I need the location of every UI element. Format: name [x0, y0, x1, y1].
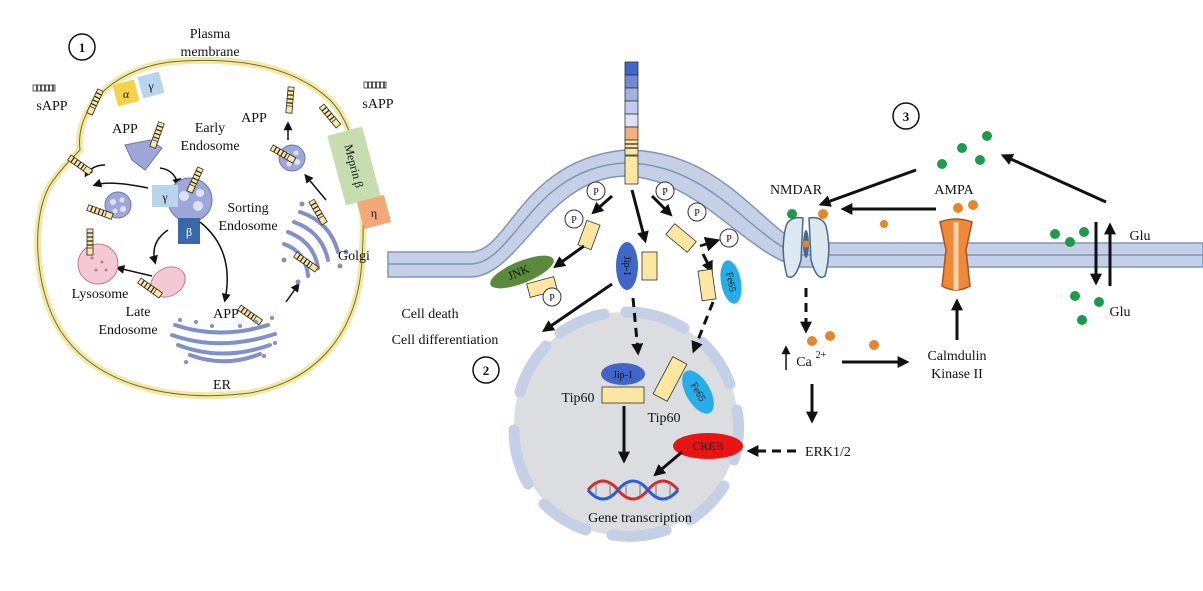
app-transmembrane — [624, 61, 639, 185]
plasma-membrane-label-2: membrane — [180, 45, 239, 60]
golgi-label: Golgi — [338, 249, 370, 264]
jnk-protein — [490, 255, 554, 289]
beta-label: β — [186, 225, 192, 239]
endoplasmic-reticulum — [170, 323, 277, 364]
plasma-membrane — [34, 56, 367, 400]
phospho-marker-6 — [542, 287, 562, 307]
eta-label: η — [371, 206, 377, 220]
beta-secretase — [178, 218, 200, 244]
app-label-er: APP — [213, 307, 239, 322]
tip60-label-left: Tip60 — [562, 391, 595, 406]
phospho-marker-3 — [564, 209, 584, 229]
fe65-label-membrane: Fe65 — [723, 271, 737, 293]
phospho-label-6: P — [549, 293, 555, 304]
app-label-right: APP — [241, 111, 267, 126]
calcium-ions — [807, 200, 978, 350]
app-molecule-lysosome — [86, 228, 94, 256]
phospho-marker-1 — [586, 181, 606, 201]
jip1-nucleus — [601, 363, 645, 385]
calmodulin-label-1: Calmdulin — [927, 349, 986, 364]
lysosome — [77, 243, 119, 285]
nmdar-label: NMDAR — [770, 183, 823, 198]
aicd-fragment-right — [665, 223, 697, 253]
section-number-2: 2 — [483, 363, 490, 378]
calmodulin-label-2: Kinase II — [931, 367, 983, 382]
dna-helix — [586, 479, 680, 501]
alpha-label: α — [123, 87, 130, 101]
fe65-membrane — [720, 260, 742, 304]
glu-label-bottom: Glu — [1110, 305, 1131, 320]
section-number-3: 3 — [903, 109, 910, 124]
app-label-left: APP — [112, 122, 138, 137]
phospho-marker-4 — [687, 202, 707, 222]
alpha-secretase — [112, 79, 140, 107]
cell-death-label: Cell death — [401, 307, 458, 322]
aicd-jip1-nucleus — [601, 386, 645, 404]
gene-transcription-label: Gene transcription — [588, 511, 692, 526]
late-endosome-label-1: Late — [126, 305, 151, 320]
phospho-label-1: P — [593, 187, 599, 198]
er-label: ER — [213, 378, 232, 393]
gamma-secretase-sorting — [152, 185, 178, 207]
section-number-1-circle — [68, 33, 96, 61]
late-endosome-label-2: Endosome — [98, 323, 157, 338]
fe65-nucleus — [682, 370, 714, 414]
panel-3-receptors: 3 NMDAR AMPA Ca — [746, 102, 1151, 460]
gamma-label-top: γ — [147, 79, 154, 93]
glu-label-top: Glu — [1130, 229, 1151, 244]
phospho-label-2: P — [662, 187, 668, 198]
phospho-label-4: P — [694, 208, 700, 219]
sapp-molecule-right — [363, 81, 387, 89]
sapp-label-left: sAPP — [36, 99, 67, 114]
nucleus — [508, 306, 745, 542]
glutamate-molecules — [787, 131, 1104, 325]
panel-2-signaling: P P P P P JNK P Jip-1 Fe65 Cell death Ce… — [392, 61, 745, 542]
tip60-label-right: Tip60 — [648, 411, 681, 426]
phospho-label-3: P — [571, 215, 577, 226]
sapp-molecule-left — [32, 84, 56, 92]
ampa-label: AMPA — [934, 183, 974, 198]
cell-differentiation-label: Cell differentiation — [392, 333, 499, 348]
early-endosome-label-2: Endosome — [180, 139, 239, 154]
meprin-beta — [327, 126, 381, 206]
section-number-3-circle — [892, 102, 920, 130]
aicd-fe65-bound — [697, 268, 717, 302]
panel-1-cell: 1 Plasma membrane sAPP sAPP α γ APP APP … — [32, 27, 394, 400]
aicd-jip1-bound — [641, 251, 658, 281]
jip1-membrane — [616, 242, 638, 290]
lysosome-label: Lysosome — [72, 287, 129, 302]
phospho-label-5: P — [726, 234, 732, 245]
plasma-membrane-label-1: Plasma — [190, 27, 231, 42]
calcium-superscript: 2+ — [816, 350, 827, 361]
gamma-label-sorting: γ — [161, 190, 168, 204]
phospho-marker-2 — [655, 181, 675, 201]
nmdar-channel — [782, 216, 830, 278]
sapp-label-right: sAPP — [362, 97, 393, 112]
eta-secretase — [356, 194, 392, 230]
jip1-label-nucleus: Jip-1 — [613, 370, 633, 381]
section-number-1: 1 — [79, 40, 86, 55]
early-endosome-label-1: Early — [195, 121, 225, 136]
section-number-2-circle — [472, 356, 500, 384]
creb-protein — [673, 433, 743, 459]
aicd-fe65-nucleus — [652, 356, 688, 402]
sorting-endosome-label-2: Endosome — [218, 219, 277, 234]
erk-label: ERK1/2 — [805, 445, 851, 460]
jip1-label-membrane: Jip-1 — [621, 256, 632, 276]
sorting-endosome-label-1: Sorting — [227, 201, 268, 216]
creb-label: CREB — [692, 439, 723, 453]
calcium-label: Ca — [796, 355, 812, 370]
ampa-receptor — [939, 218, 973, 291]
gamma-secretase-membrane — [137, 71, 165, 99]
